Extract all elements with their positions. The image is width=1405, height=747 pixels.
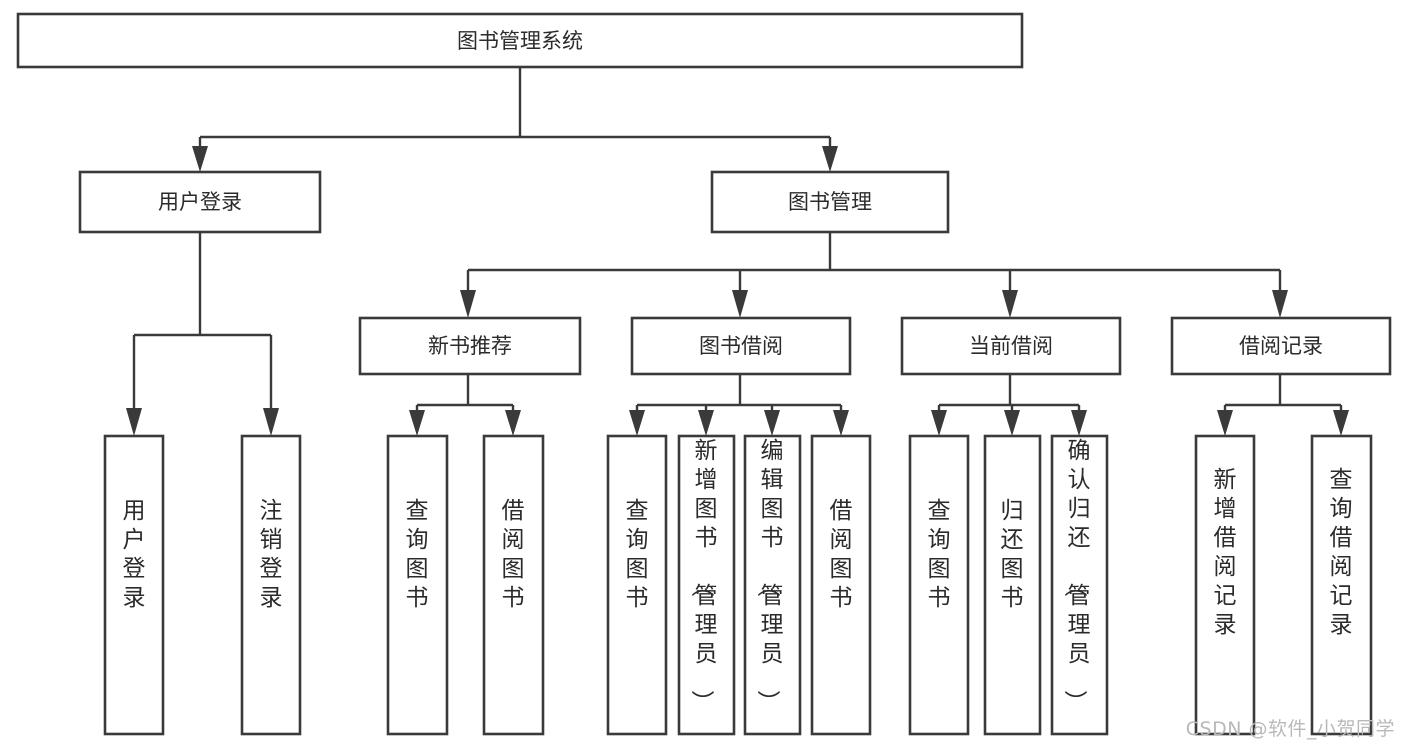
node-current-borrow[interactable]: 当前借阅: [900, 316, 1122, 376]
arrow-to-leaf-borrow-book-1: [505, 410, 521, 436]
node-leaf-confirm-return-admin-box[interactable]: [1050, 434, 1109, 736]
arrow-to-leaf-logout: [263, 408, 279, 436]
node-leaf-query-borrow-record-box[interactable]: [1310, 434, 1373, 736]
node-leaf-query-borrow-record[interactable]: 查询借阅记录: [1310, 434, 1373, 736]
node-book-borrow-label: 图书借阅: [699, 334, 783, 358]
node-leaf-borrow-book-2-box[interactable]: [810, 434, 872, 736]
node-borrow-record-box[interactable]: [1170, 316, 1392, 376]
node-leaf-add-borrow-record-label: 新增借阅记录: [1214, 467, 1237, 638]
node-current-borrow-box[interactable]: [900, 316, 1122, 376]
node-leaf-add-book-admin-box[interactable]: [677, 434, 736, 736]
arrow-to-leaf-add-borrow-record: [1217, 410, 1233, 436]
node-leaf-borrow-book-2[interactable]: 借阅图书: [810, 434, 872, 736]
arrow-to-current-borrow: [1002, 290, 1018, 318]
node-root-box[interactable]: [16, 12, 1024, 69]
node-leaf-add-borrow-record-box[interactable]: [1194, 434, 1256, 736]
node-new-book-recommend-box[interactable]: [358, 316, 582, 376]
node-leaf-logout-label: 注销登录: [260, 498, 283, 611]
node-leaf-query-book-2[interactable]: 查询图书: [606, 434, 668, 736]
node-borrow-record-label: 借阅记录: [1239, 334, 1323, 358]
node-leaf-query-book-2-box[interactable]: [606, 434, 668, 736]
arrow-root-to-user-login: [192, 146, 208, 172]
node-leaf-query-borrow-record-label: 查询借阅记录: [1330, 467, 1353, 638]
arrow-to-book-borrow: [732, 290, 748, 318]
node-leaf-user-login[interactable]: 用户登录: [103, 434, 165, 736]
node-leaf-add-borrow-record[interactable]: 新增借阅记录: [1194, 434, 1256, 736]
node-root-label: 图书管理系统: [457, 29, 583, 53]
node-leaf-user-login-label: 用户登录: [123, 498, 146, 611]
arrow-to-leaf-query-book-2: [629, 410, 645, 436]
node-leaf-edit-book-admin-label: 编辑图书（管理员）: [755, 438, 784, 713]
node-leaf-user-login-box[interactable]: [103, 434, 165, 736]
node-root[interactable]: 图书管理系统: [16, 12, 1024, 69]
node-leaf-query-book-1-label: 查询图书: [406, 498, 429, 611]
node-leaf-return-book-box[interactable]: [983, 434, 1042, 736]
node-borrow-record[interactable]: 借阅记录: [1170, 316, 1392, 376]
node-leaf-query-book-3-box[interactable]: [908, 434, 970, 736]
node-user-login-box[interactable]: [78, 170, 322, 234]
node-leaf-query-book-3[interactable]: 查询图书: [908, 434, 970, 736]
arrow-to-leaf-query-borrow-record: [1333, 410, 1349, 436]
arrow-to-leaf-borrow-book-2: [833, 410, 849, 436]
node-book-manage-label: 图书管理: [788, 190, 872, 214]
node-new-book-recommend[interactable]: 新书推荐: [358, 316, 582, 376]
node-leaf-return-book[interactable]: 归还图书: [983, 434, 1042, 736]
node-leaf-logout-box[interactable]: [240, 434, 302, 736]
node-leaf-edit-book-admin-box[interactable]: [743, 434, 802, 736]
arrow-to-leaf-query-book-3: [931, 410, 947, 436]
arrow-to-leaf-user-login: [126, 408, 142, 436]
node-leaf-add-book-admin-label: 新增图书（管理员）: [689, 438, 718, 713]
node-leaf-add-book-admin[interactable]: 新增图书（管理员）: [677, 434, 736, 736]
node-leaf-query-book-1-box[interactable]: [386, 434, 449, 736]
node-leaf-borrow-book-1-box[interactable]: [482, 434, 545, 736]
node-leaf-confirm-return-admin-label: 确认归还（管理员）: [1062, 438, 1091, 713]
node-book-manage-box[interactable]: [710, 170, 950, 234]
connector-layer: [126, 67, 1349, 436]
node-leaf-query-book-1[interactable]: 查询图书: [386, 434, 449, 736]
node-user-login[interactable]: 用户登录: [78, 170, 322, 234]
arrow-to-leaf-edit-book-admin: [764, 410, 780, 436]
node-current-borrow-label: 当前借阅: [969, 334, 1053, 358]
node-book-manage[interactable]: 图书管理: [710, 170, 950, 234]
arrow-root-to-book-manage: [822, 146, 838, 172]
node-leaf-logout[interactable]: 注销登录: [240, 434, 302, 736]
node-leaf-borrow-book-1[interactable]: 借阅图书: [482, 434, 545, 736]
arrow-to-leaf-query-book-1: [409, 410, 425, 436]
arrow-to-leaf-add-book-admin: [698, 410, 714, 436]
node-leaf-query-book-2-label: 查询图书: [626, 498, 649, 611]
node-leaf-confirm-return-admin[interactable]: 确认归还（管理员）: [1050, 434, 1109, 736]
node-leaf-borrow-book-2-label: 借阅图书: [830, 498, 853, 611]
node-leaf-borrow-book-1-label: 借阅图书: [502, 498, 525, 611]
node-leaf-query-book-3-label: 查询图书: [928, 498, 951, 611]
node-leaf-return-book-label: 归还图书: [1001, 498, 1024, 611]
node-book-borrow-box[interactable]: [630, 316, 852, 376]
arrow-to-new-book-recommend: [460, 290, 476, 318]
arrow-to-borrow-record: [1272, 290, 1288, 318]
arrow-to-leaf-return-book: [1004, 410, 1020, 436]
node-leaf-edit-book-admin[interactable]: 编辑图书（管理员）: [743, 434, 802, 736]
node-book-borrow[interactable]: 图书借阅: [630, 316, 852, 376]
node-user-login-label: 用户登录: [158, 190, 242, 214]
node-new-book-recommend-label: 新书推荐: [428, 334, 512, 358]
arrow-to-leaf-confirm-return-admin: [1071, 410, 1087, 436]
